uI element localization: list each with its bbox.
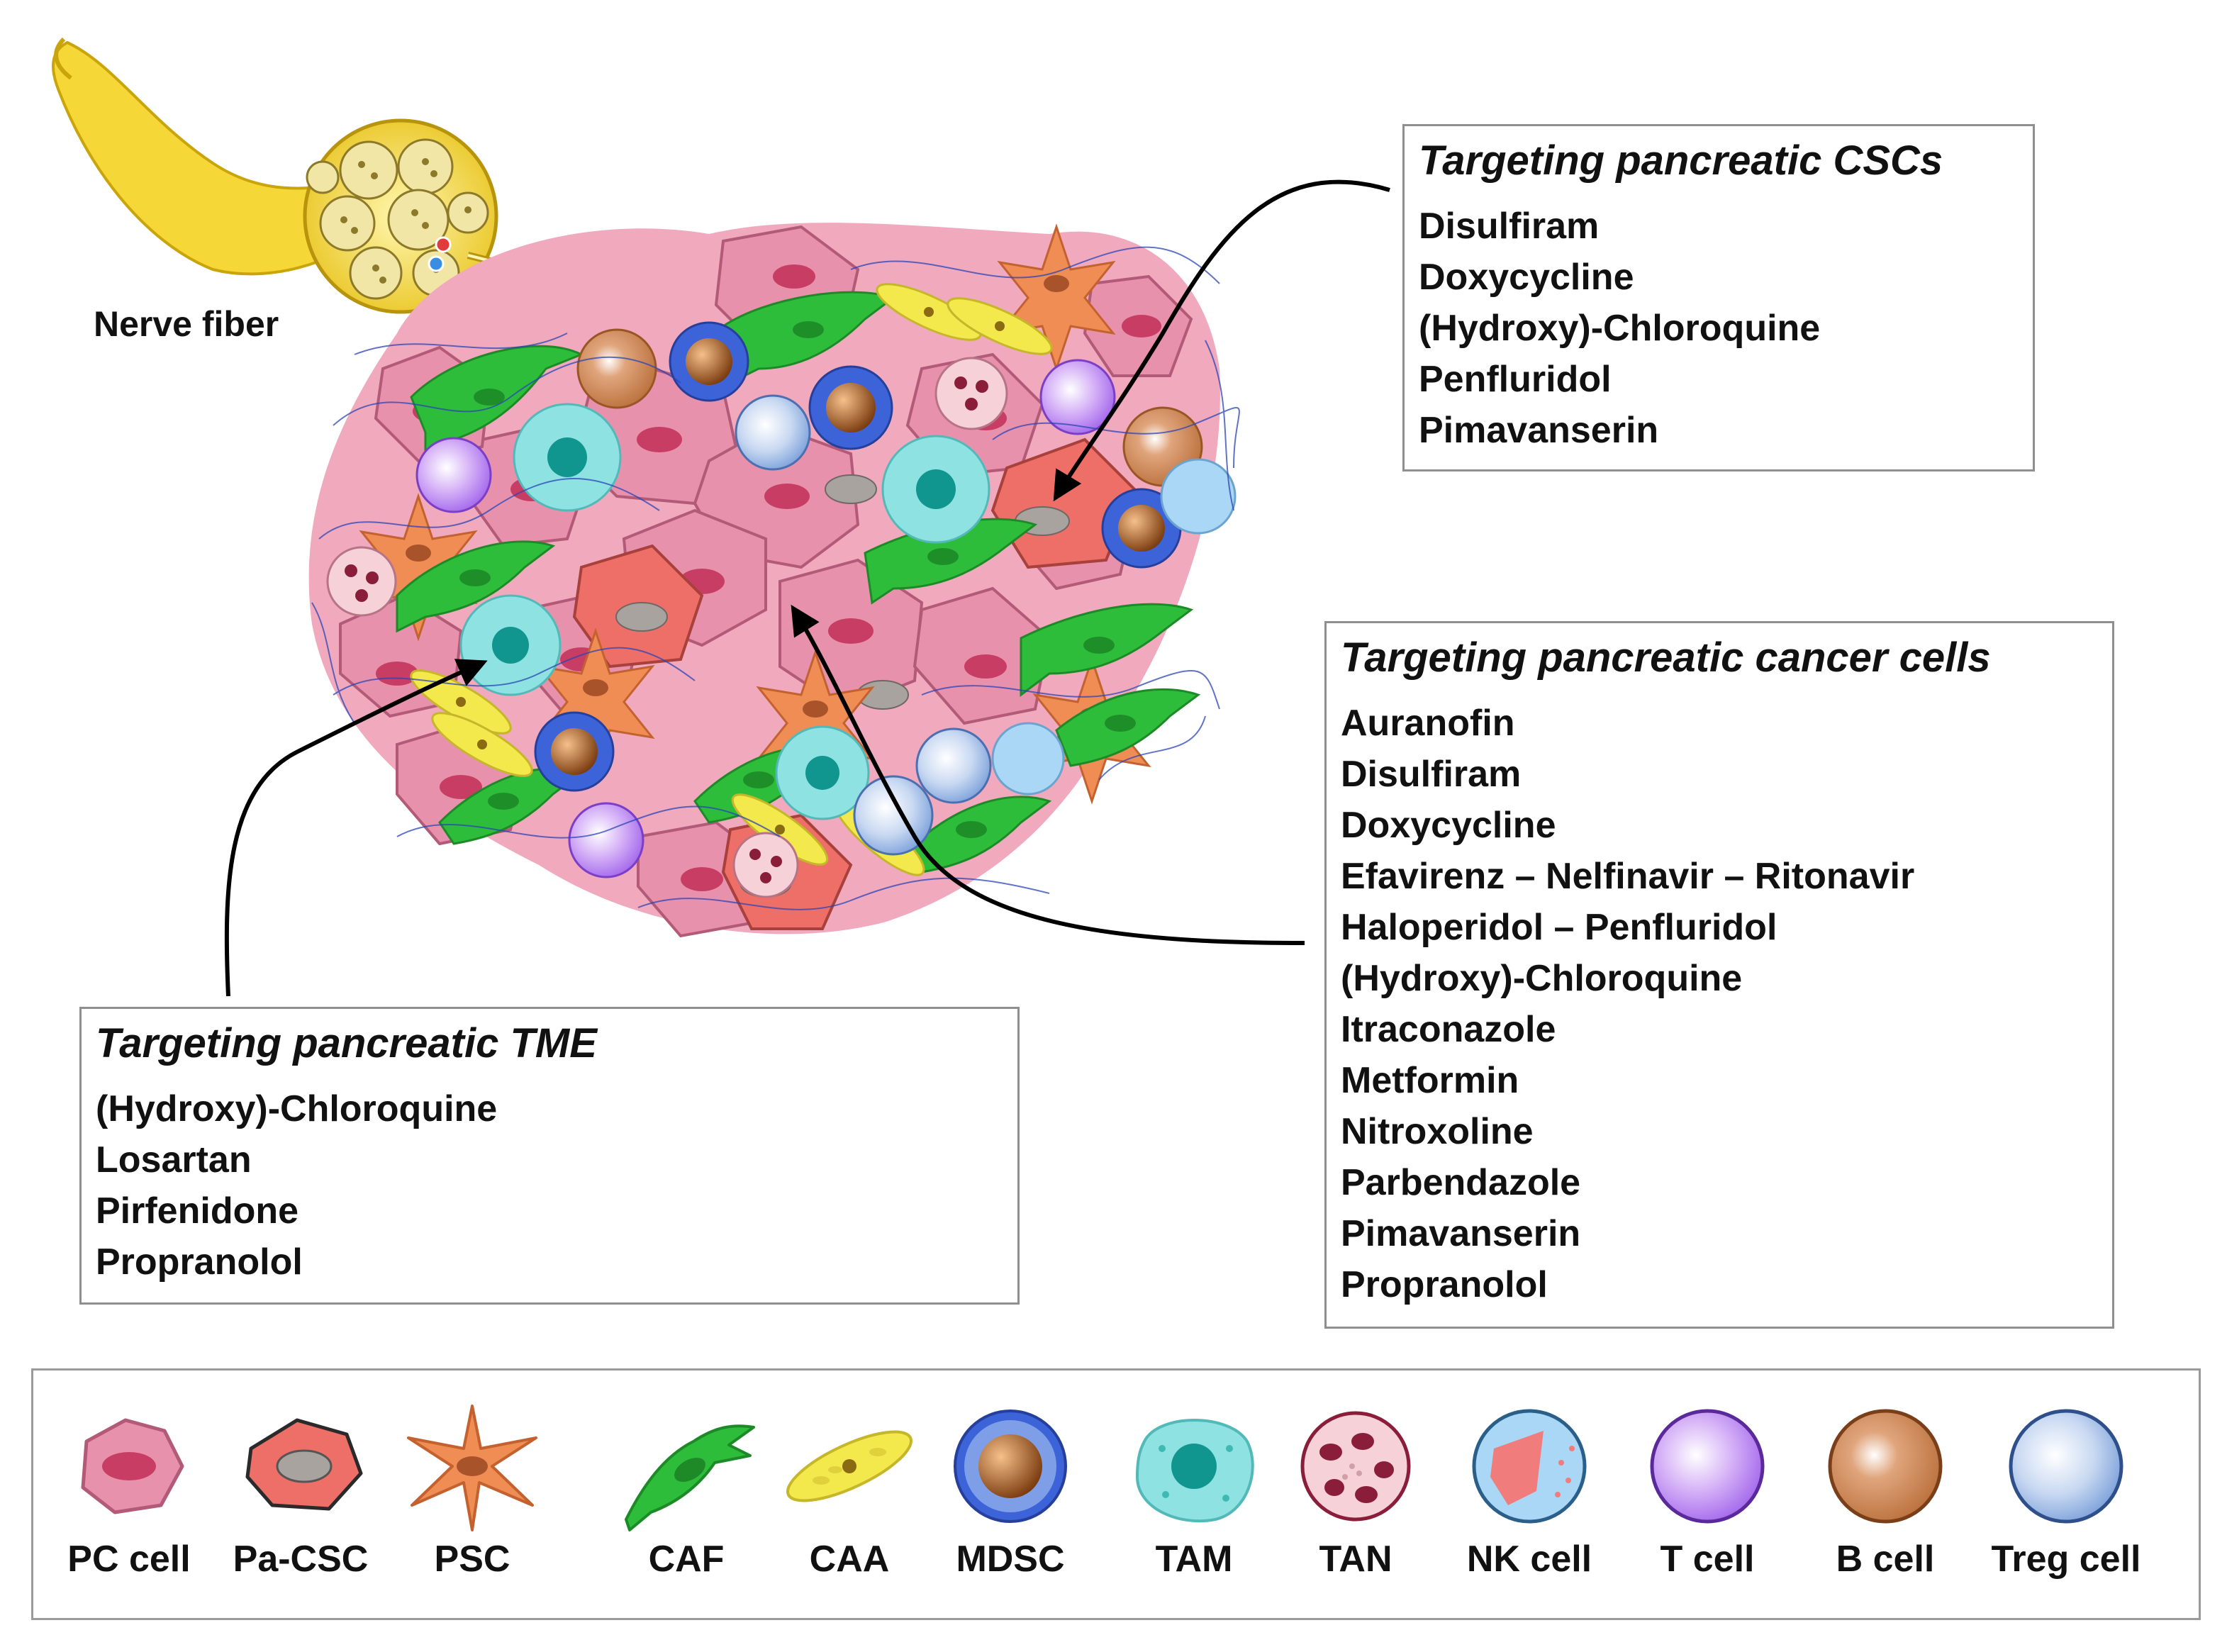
caa-icon <box>786 1430 913 1502</box>
drug-item: Auranofin <box>1341 702 1515 744</box>
tme-box-title: Targeting pancreatic TME <box>96 1020 597 1066</box>
drug-item: Doxycycline <box>1341 804 1556 846</box>
legend-item-caa: CAA <box>761 1371 938 1619</box>
drug-item: Losartan <box>96 1139 252 1181</box>
drug-item: Pimavanserin <box>1419 409 1659 451</box>
drug-item: Efavirenz – Nelfinavir – Ritonavir <box>1341 855 1915 897</box>
tan-icon <box>1300 1411 1411 1522</box>
legend-label: PSC <box>434 1539 510 1580</box>
drug-item: Pirfenidone <box>96 1190 299 1232</box>
tme-drug-list: (Hydroxy)-Chloroquine Losartan Pirfenido… <box>96 1083 1003 1288</box>
nerve-fiber-label: Nerve fiber <box>94 304 279 344</box>
drug-item: (Hydroxy)-Chloroquine <box>1341 957 1743 999</box>
t-cell-icon <box>1650 1409 1765 1524</box>
tan-cluster <box>326 357 1008 898</box>
drug-item: (Hydroxy)-Chloroquine <box>1419 307 1821 349</box>
drug-item: Haloperidol – Penfluridol <box>1341 906 1777 948</box>
legend-label: CAA <box>809 1539 890 1580</box>
csc-targeting-box: Targeting pancreatic CSCs Disulfiram Dox… <box>1402 124 2035 471</box>
treg-cell-icon <box>2009 1409 2123 1524</box>
legend-item-t-cell: T cell <box>1619 1371 1796 1619</box>
tam-icon <box>1135 1419 1254 1523</box>
drug-item: Disulfiram <box>1419 205 1600 247</box>
legend-item-tan: TAN <box>1267 1371 1444 1619</box>
cancer-cell-targeting-box: Targeting pancreatic cancer cells Aurano… <box>1324 621 2114 1329</box>
nerve-tail <box>54 37 72 80</box>
legend-label: T cell <box>1660 1539 1755 1580</box>
arrow-to-tme <box>224 659 488 997</box>
mdsc-cluster <box>534 321 1182 792</box>
lymphocyte-cluster <box>415 328 1237 878</box>
legend-label: PC cell <box>67 1539 191 1580</box>
drug-item: Nitroxoline <box>1341 1110 1534 1152</box>
drug-item: Itraconazole <box>1341 1008 1556 1050</box>
legend-label: NK cell <box>1466 1539 1592 1580</box>
cancer-box-title: Targeting pancreatic cancer cells <box>1341 635 1991 681</box>
legend-item-b-cell: B cell <box>1797 1371 1974 1619</box>
arrow-to-csc <box>1053 179 1390 502</box>
legend-item-tam: TAM <box>1105 1371 1283 1619</box>
drug-item: Propranolol <box>96 1241 303 1283</box>
legend-label: Treg cell <box>1991 1539 2141 1580</box>
mdsc-icon <box>954 1410 1067 1523</box>
b-cell-icon <box>1828 1409 1943 1524</box>
legend-item-caf: CAF <box>598 1371 775 1619</box>
tumor-mass <box>308 223 1240 938</box>
nerve-fiber-illustration <box>52 37 670 352</box>
drug-item: Metformin <box>1341 1059 1519 1101</box>
drug-item: Parbendazole <box>1341 1161 1581 1203</box>
legend-label: MDSC <box>956 1539 1065 1580</box>
legend-label: Pa-CSC <box>233 1539 369 1580</box>
legend-item-treg-cell: Treg cell <box>1977 1371 2155 1619</box>
extracellular-matrix <box>311 246 1240 910</box>
csc-box-title: Targeting pancreatic CSCs <box>1419 138 1943 184</box>
psc-icon <box>407 1405 537 1531</box>
caf-icon <box>625 1424 755 1531</box>
cell-type-legend: PC cell Pa-CSC PSC CAF CAA <box>31 1368 2201 1620</box>
legend-label: CAF <box>648 1539 725 1580</box>
cancer-drug-list: Auranofin Disulfiram Doxycycline Efavire… <box>1341 698 2098 1310</box>
legend-label: B cell <box>1836 1539 1935 1580</box>
drug-item: Propranolol <box>1341 1263 1548 1305</box>
pa-csc-icon <box>245 1418 363 1511</box>
drug-item: Penfluridol <box>1419 358 1612 400</box>
arrow-to-cancer-cells <box>791 604 1305 945</box>
legend-item-pa-csc: Pa-CSC <box>212 1371 389 1619</box>
legend-item-pc-cell: PC cell <box>40 1371 218 1619</box>
legend-label: TAM <box>1155 1539 1233 1580</box>
drug-item: Doxycycline <box>1419 256 1634 298</box>
drug-item: (Hydroxy)-Chloroquine <box>96 1088 498 1129</box>
legend-label: TAN <box>1319 1539 1392 1580</box>
fascicles <box>306 138 489 300</box>
drug-item: Pimavanserin <box>1341 1212 1581 1254</box>
pc-cell-icon <box>81 1418 184 1514</box>
legend-item-nk-cell: NK cell <box>1441 1371 1618 1619</box>
nk-cell-icon <box>1472 1409 1587 1524</box>
legend-item-psc: PSC <box>384 1371 561 1619</box>
legend-item-mdsc: MDSC <box>922 1371 1099 1619</box>
csc-drug-list: Disulfiram Doxycycline (Hydroxy)-Chloroq… <box>1419 201 2019 456</box>
tme-targeting-box: Targeting pancreatic TME (Hydroxy)-Chlor… <box>79 1007 1020 1305</box>
drug-item: Disulfiram <box>1341 753 1522 795</box>
